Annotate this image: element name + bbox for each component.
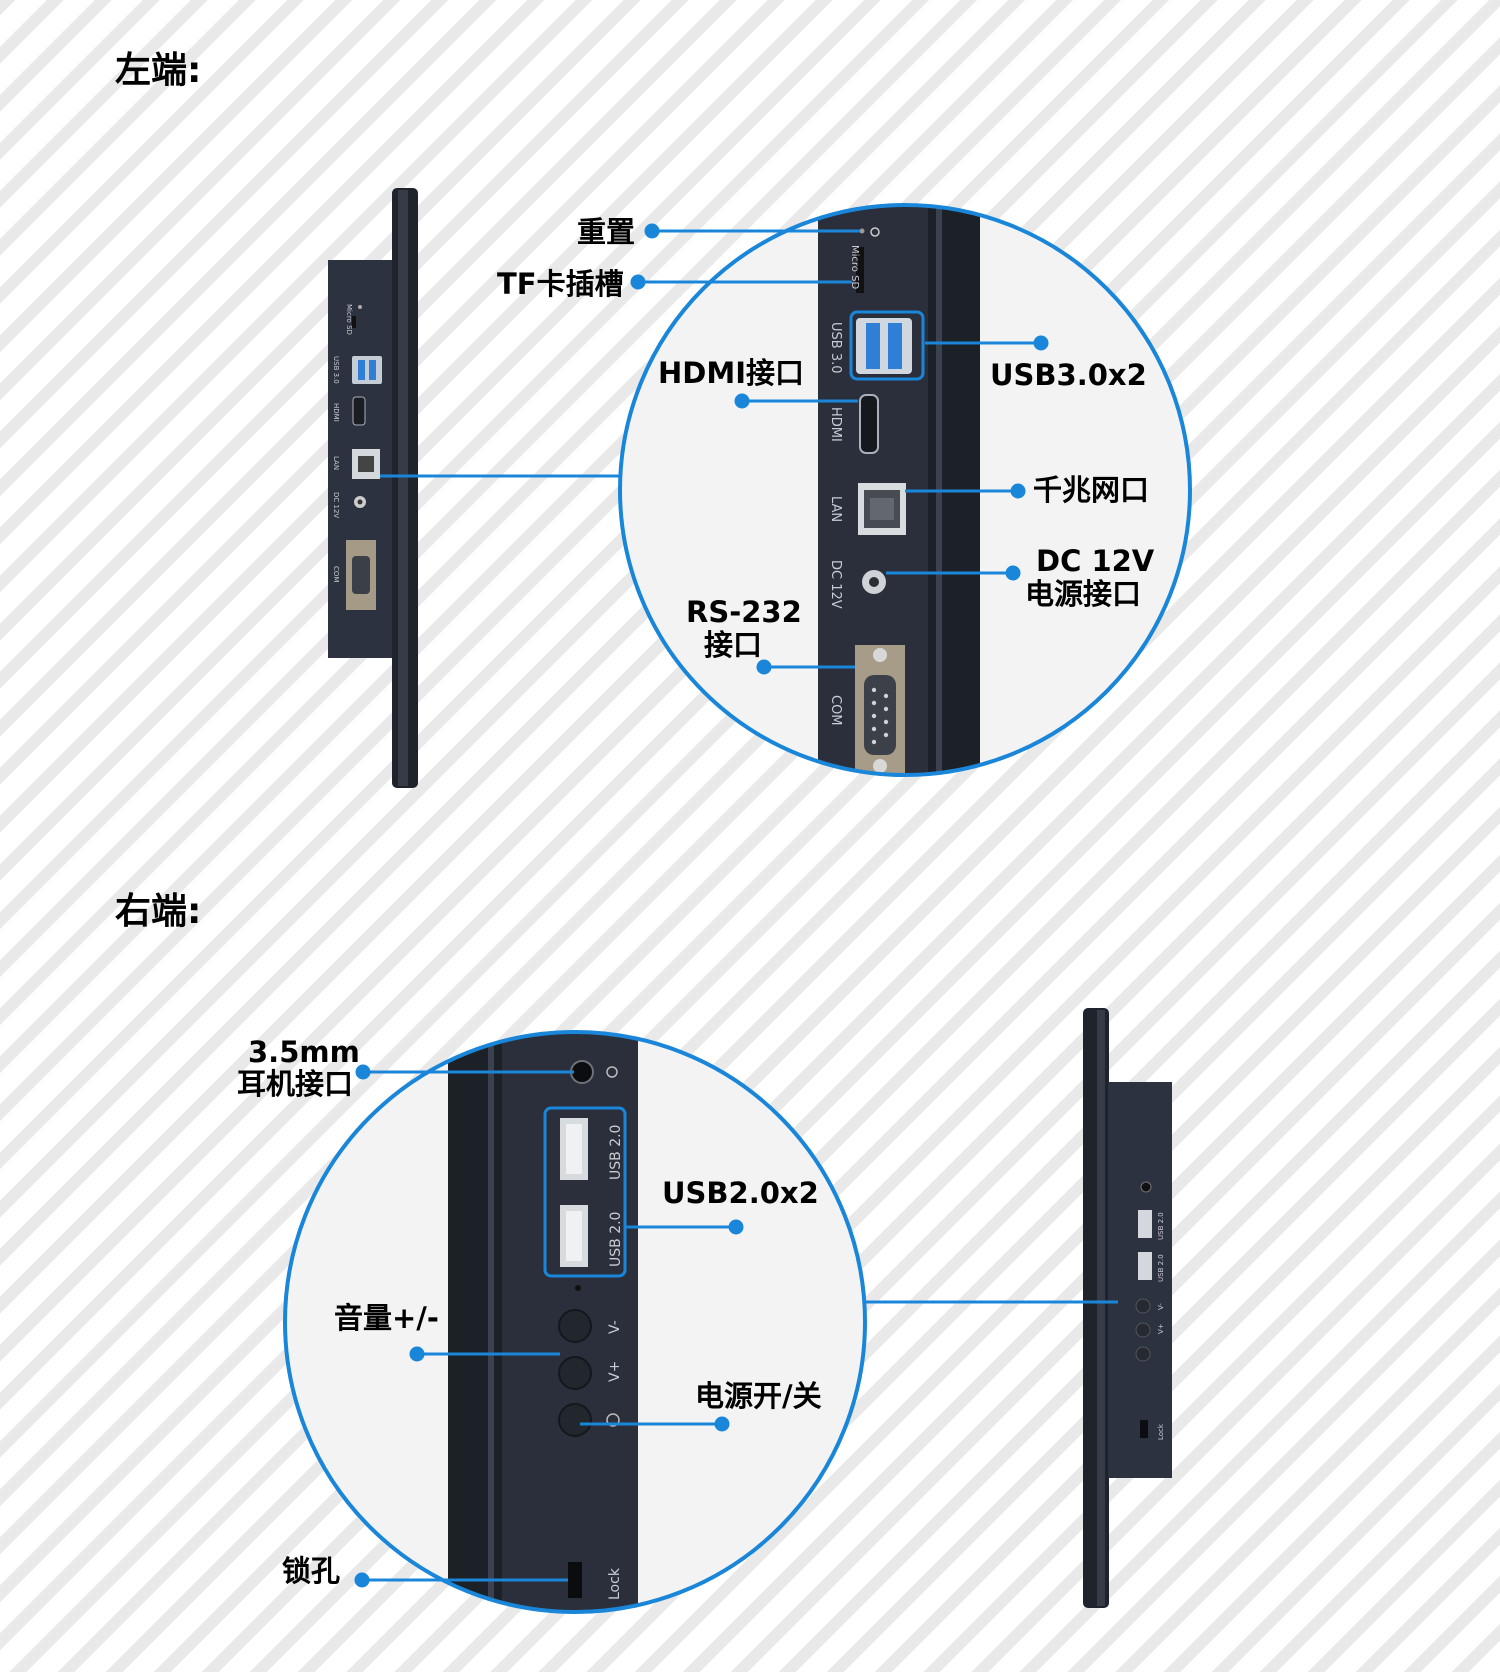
svg-text:DC 12V: DC 12V: [332, 492, 340, 518]
label-rs232-line1: RS-232: [686, 595, 802, 629]
svg-text:USB 3.0: USB 3.0: [828, 322, 843, 374]
left-section-title: 左端:: [115, 50, 201, 91]
svg-text:V-: V-: [607, 1320, 623, 1334]
label-tf-slot: TF卡插槽: [497, 267, 624, 301]
svg-text:COM: COM: [332, 566, 340, 582]
svg-text:Lock: Lock: [607, 1567, 623, 1600]
left-leader-lines: [630, 223, 1049, 675]
svg-text:USB 2.0: USB 2.0: [608, 1212, 624, 1267]
label-rs232-line2: 接口: [704, 628, 762, 662]
svg-text:USB 2.0: USB 2.0: [1157, 1254, 1165, 1282]
label-dc-line2: 电源接口: [1025, 577, 1141, 611]
label-hdmi: HDMI接口: [658, 356, 804, 390]
svg-text:LAN: LAN: [828, 496, 843, 522]
svg-text:LAN: LAN: [332, 456, 340, 470]
svg-text:COM: COM: [828, 695, 843, 726]
label-usb20: USB2.0x2: [662, 1176, 819, 1210]
right-magnifier: USB 2.0 USB 2.0 V- V+ Lock: [283, 1030, 867, 1614]
svg-text:HDMI: HDMI: [828, 407, 843, 442]
label-audio-line2: 耳机接口: [237, 1067, 353, 1101]
svg-text:USB 2.0: USB 2.0: [1157, 1212, 1165, 1240]
right-section-title: 右端:: [115, 891, 201, 932]
label-lock-hole: 锁孔: [282, 1554, 340, 1588]
label-usb30: USB3.0x2: [990, 358, 1147, 392]
svg-text:HDMI: HDMI: [332, 403, 340, 422]
svg-text:V+: V+: [607, 1361, 623, 1382]
svg-text:V-: V-: [1157, 1303, 1165, 1310]
label-volume: 音量+/-: [334, 1301, 439, 1335]
svg-text:Micro SD: Micro SD: [345, 304, 353, 335]
label-dc-line1: DC 12V: [1036, 544, 1155, 578]
svg-text:USB 3.0: USB 3.0: [332, 356, 340, 384]
label-power: 电源开/关: [695, 1379, 822, 1413]
label-audio-line1: 3.5mm: [248, 1035, 360, 1069]
svg-text:DC 12V: DC 12V: [828, 560, 843, 609]
right-leader-lines: [354, 1064, 744, 1588]
svg-text:Lock: Lock: [1157, 1423, 1165, 1440]
svg-text:Micro SD: Micro SD: [849, 245, 860, 289]
svg-text:V+: V+: [1157, 1323, 1165, 1334]
svg-text:USB 2.0: USB 2.0: [608, 1125, 624, 1180]
label-reset: 重置: [577, 215, 635, 249]
right-device-small: USB 2.0 USB 2.0 V- V+ Lock: [1083, 1008, 1172, 1608]
label-lan: 千兆网口: [1033, 473, 1149, 507]
left-device-small: Micro SD USB 3.0 HDMI LAN DC 12V COM: [328, 188, 418, 788]
